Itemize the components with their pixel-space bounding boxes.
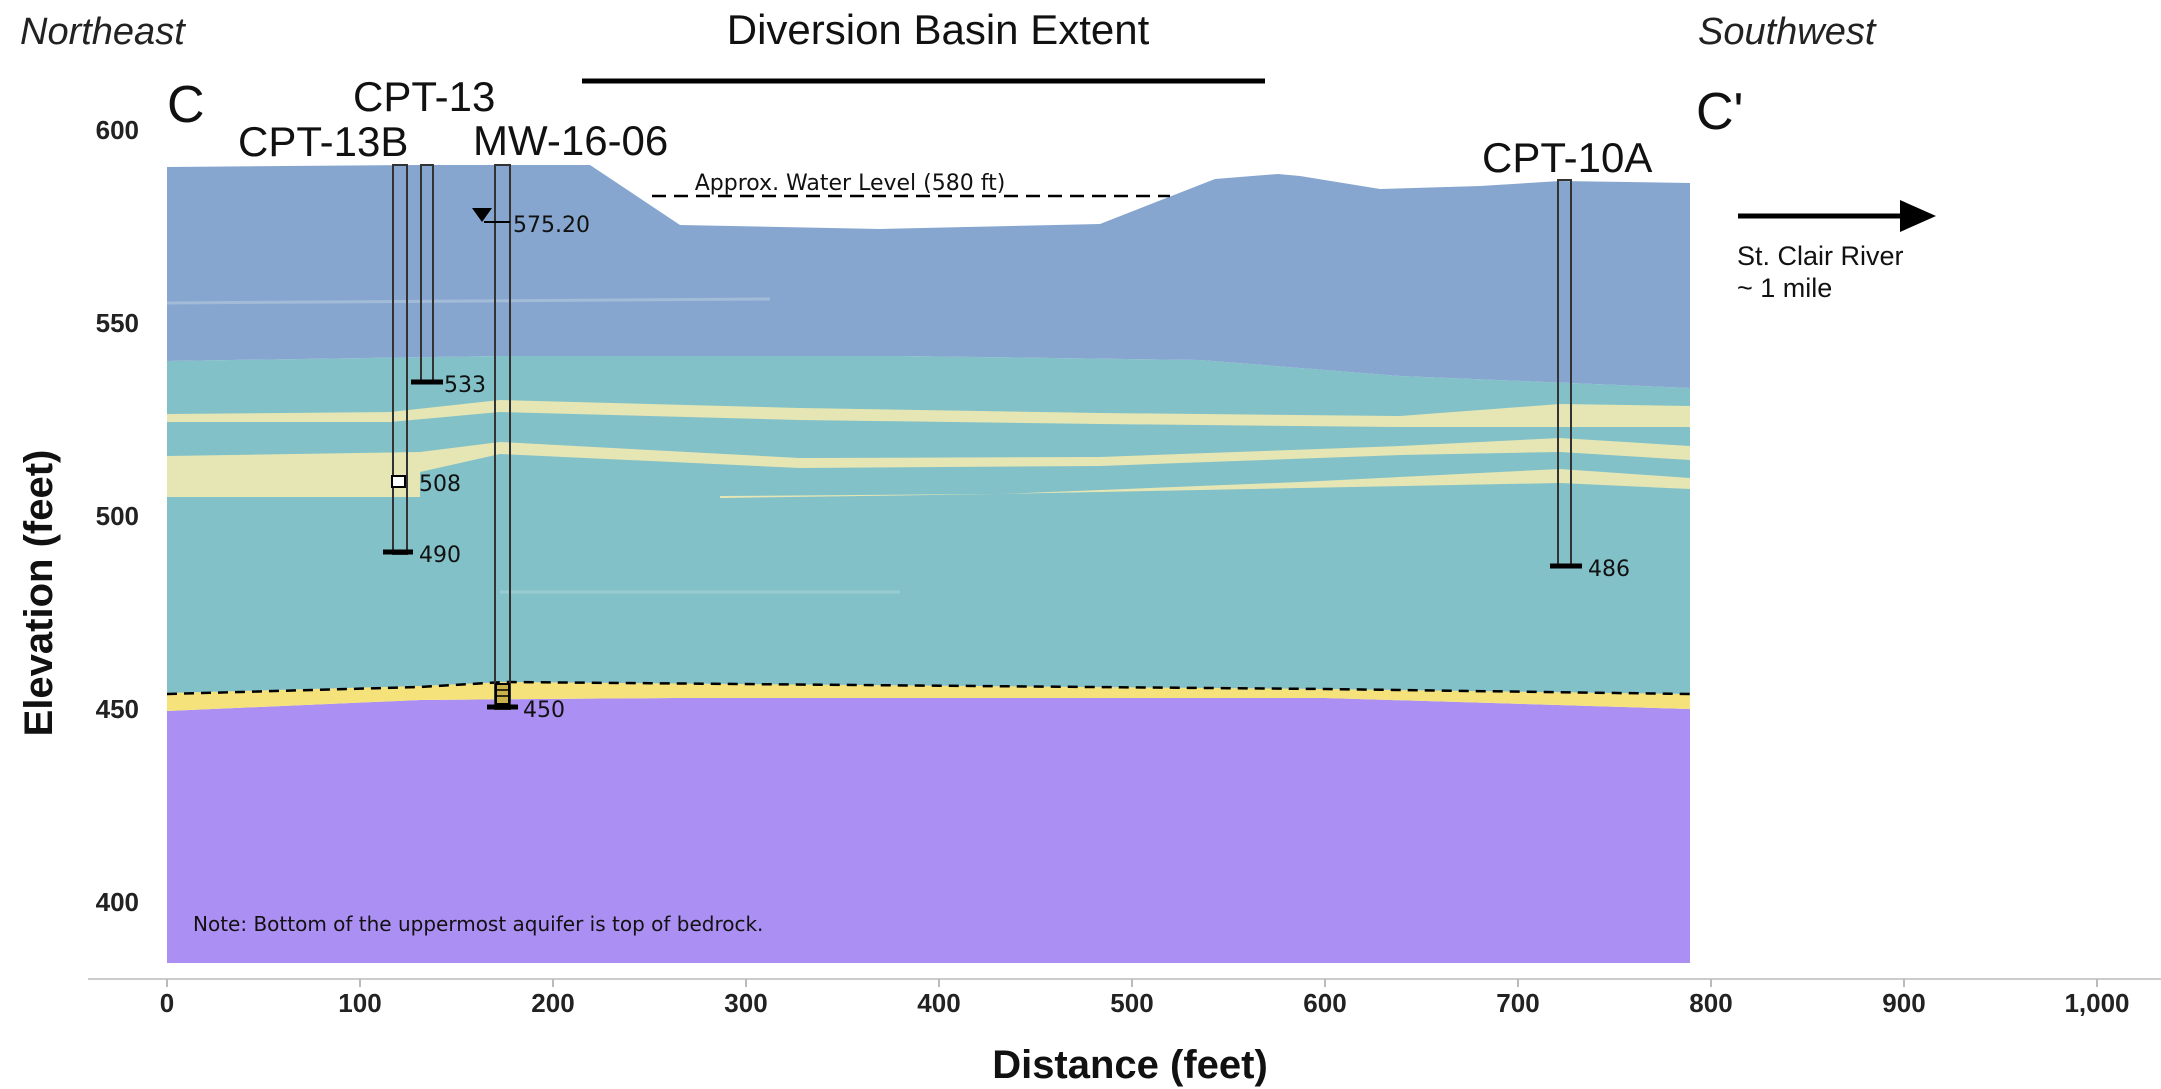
x-tick-label: 800	[1689, 988, 1732, 1018]
clay-streak-1	[166, 297, 771, 305]
cpt-13-name: CPT-13	[353, 73, 495, 120]
y-tick-label: 500	[96, 501, 139, 531]
basin-extent-label: Diversion Basin Extent	[727, 6, 1150, 53]
x-tick-label: 500	[1110, 988, 1153, 1018]
x-tick-label: 0	[160, 988, 174, 1018]
northeast-label: Northeast	[20, 11, 186, 53]
cpt-10a-name: CPT-10A	[1482, 134, 1652, 181]
y-tick-label: 600	[96, 115, 139, 145]
x-tick-label: 100	[338, 988, 381, 1018]
y-tick-label: 450	[96, 694, 139, 724]
x-tick-label: 200	[531, 988, 574, 1018]
section-start-label: C	[167, 76, 205, 134]
sand-lens-3	[720, 469, 1690, 498]
y-tick-label: 550	[96, 308, 139, 338]
cpt-13b-marker-label: 508	[419, 472, 461, 497]
bedrock-layer	[167, 698, 1690, 963]
x-axis-title: Distance (feet)	[992, 1043, 1268, 1087]
y-axis-ticks: 600 550 500 450 400	[96, 115, 139, 917]
river-label: St. Clair River	[1737, 241, 1904, 271]
mw-16-06-name: MW-16-06	[473, 117, 668, 164]
arrow-right-icon	[1900, 200, 1936, 232]
y-tick-label: 400	[96, 887, 139, 917]
mw-16-06-screen	[495, 683, 510, 705]
x-axis-ticks: 0 100 200 300 400 500 600 700 800 900 1,000	[160, 979, 2130, 1018]
cpt-13-bottom-label: 533	[444, 373, 486, 398]
water-level-reading-label: 575.20	[513, 213, 590, 238]
aquifer-top-dashed-line	[166, 680, 1691, 696]
lower-clay-layer	[167, 356, 1690, 694]
borings: 490 533 450 486 508 575.20 CPT-13B CPT-1…	[238, 73, 1652, 723]
x-tick-label: 400	[917, 988, 960, 1018]
stratigraphy-layers	[166, 165, 1690, 963]
sand-lens-2	[167, 438, 1690, 497]
cpt-13b-sample-marker	[391, 475, 406, 488]
x-tick-label: 300	[724, 988, 767, 1018]
water-level-label: Approx. Water Level (580 ft)	[695, 171, 1006, 196]
cpt-10a-bottom-label: 486	[1588, 557, 1630, 582]
x-tick-label: 1,000	[2064, 988, 2129, 1018]
y-axis-title: Elevation (feet)	[17, 450, 61, 737]
bedrock-note: Note: Bottom of the uppermost aquifer is…	[193, 912, 763, 936]
upper-clay-layer	[167, 165, 1690, 388]
section-end-label: C'	[1696, 83, 1743, 141]
x-tick-label: 700	[1496, 988, 1539, 1018]
cpt-13b-bottom-label: 490	[419, 543, 461, 568]
mw-16-06-bottom-label: 450	[523, 698, 565, 723]
x-tick-label: 900	[1882, 988, 1925, 1018]
cpt-13b-name: CPT-13B	[238, 118, 408, 165]
river-distance-label: ~ 1 mile	[1737, 273, 1832, 303]
water-level-triangle-icon	[472, 208, 492, 222]
southwest-label: Southwest	[1698, 11, 1877, 53]
sand-lens-1	[167, 400, 1690, 427]
x-tick-label: 600	[1303, 988, 1346, 1018]
